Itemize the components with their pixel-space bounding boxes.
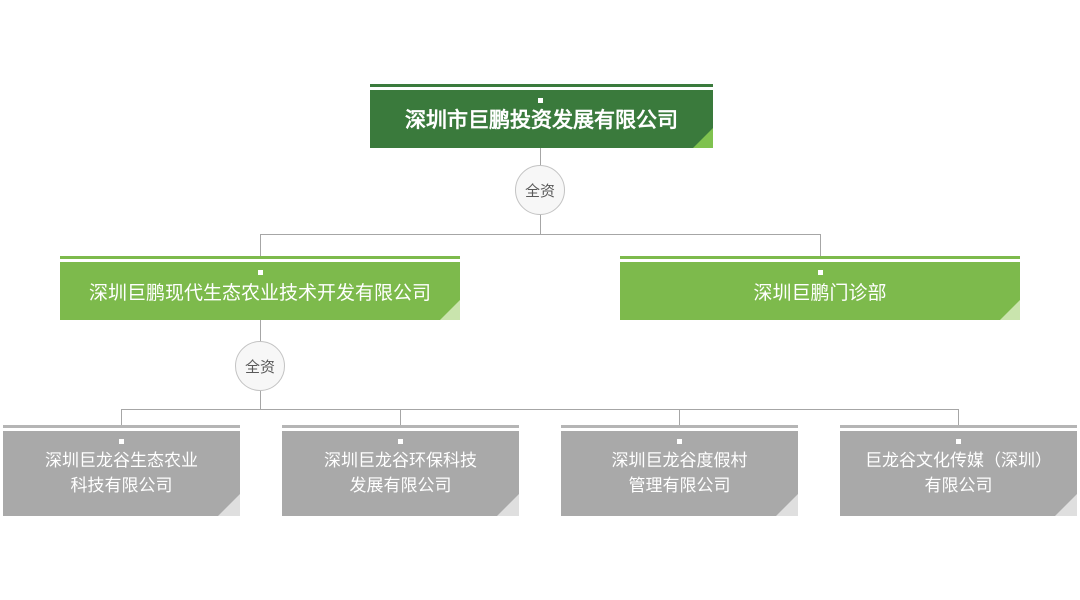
org-box-grandchild: 深圳巨龙谷环保科技 发展有限公司 (282, 431, 519, 516)
connector-line (260, 390, 261, 410)
connector-dot (956, 439, 961, 444)
org-node-grandchild-1: 深圳巨龙谷生态农业 科技有限公司 (3, 425, 240, 516)
connector-line (400, 409, 401, 426)
connector-dot (818, 270, 823, 275)
ownership-badge: 全资 (235, 341, 285, 391)
ownership-label: 全资 (524, 182, 555, 200)
corner-fold (497, 494, 519, 516)
connector-line (820, 234, 821, 257)
corner-fold (218, 494, 240, 516)
org-box-grandchild: 深圳巨龙谷生态农业 科技有限公司 (3, 431, 240, 516)
connector-dot (258, 270, 263, 275)
org-box-grandchild: 深圳巨龙谷度假村 管理有限公司 (561, 431, 798, 516)
box-top-accent (282, 425, 519, 428)
org-box-grandchild: 巨龙谷文化传媒（深圳） 有限公司 (840, 431, 1077, 516)
corner-fold (776, 494, 798, 516)
org-node-root: 深圳市巨鹏投资发展有限公司 (370, 84, 713, 148)
corner-fold (1055, 494, 1077, 516)
connector-line (958, 409, 959, 426)
connector-line (679, 409, 680, 426)
box-top-accent (840, 425, 1077, 428)
connector-line (540, 214, 541, 235)
box-top-accent (60, 256, 460, 259)
connector-line (260, 234, 821, 235)
connector-dot (538, 98, 543, 103)
box-top-accent (620, 256, 1020, 259)
corner-fold (440, 300, 460, 320)
ownership-label: 全资 (244, 358, 275, 376)
connector-dot (398, 439, 403, 444)
box-top-accent (561, 425, 798, 428)
ownership-badge: 全资 (515, 165, 565, 215)
connector-dot (677, 439, 682, 444)
corner-fold (1000, 300, 1020, 320)
connector-line (260, 320, 261, 342)
connector-line (121, 409, 959, 410)
org-node-grandchild-3: 深圳巨龙谷度假村 管理有限公司 (561, 425, 798, 516)
box-top-accent (370, 84, 713, 87)
org-node-grandchild-4: 巨龙谷文化传媒（深圳） 有限公司 (840, 425, 1077, 516)
connector-line (540, 148, 541, 166)
connector-line (121, 409, 122, 426)
corner-fold (693, 128, 713, 148)
connector-dot (119, 439, 124, 444)
org-box-subsidiary: 深圳巨鹏门诊部 (620, 262, 1020, 320)
org-node-subsidiary-1: 深圳巨鹏现代生态农业技术开发有限公司 (60, 256, 460, 320)
box-top-accent (3, 425, 240, 428)
org-node-grandchild-2: 深圳巨龙谷环保科技 发展有限公司 (282, 425, 519, 516)
connector-line (260, 234, 261, 257)
org-node-subsidiary-2: 深圳巨鹏门诊部 (620, 256, 1020, 320)
